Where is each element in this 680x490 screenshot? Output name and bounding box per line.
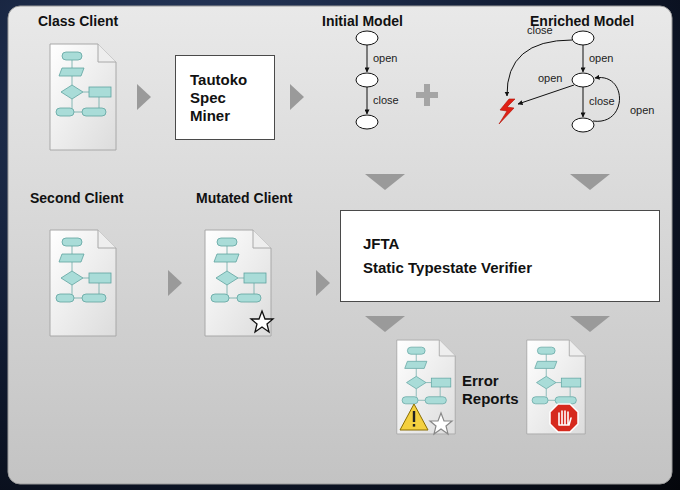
shape-path [570,316,610,332]
box-text: Tautoko Spec Miner [190,71,247,125]
plus-sign [416,84,438,106]
transition-label: open [589,52,613,64]
star-mark [251,311,273,332]
transition-label: close [589,95,615,107]
shape-line [583,45,584,72]
stop-hand [559,411,571,425]
error-report-doc [527,340,585,434]
shape-ellipse [356,73,378,87]
shape-path [316,270,330,296]
second-client-doc [50,230,116,336]
error-report-doc [397,340,455,434]
warning-icon [400,404,428,430]
transition-label: open [630,104,654,116]
shape-rect [424,84,430,106]
transition-label: close [527,24,553,36]
stop-icon [550,404,578,432]
enriched-model [507,31,620,132]
warning-mark [413,411,415,422]
shape-path [137,84,151,110]
shape-path [365,316,405,332]
shape-path [290,84,304,110]
shape-ellipse [572,73,594,87]
shape-path [570,174,610,190]
section-title: Class Client [38,13,118,29]
panel [8,6,672,484]
shape-line [367,45,368,72]
shape-ellipse [356,31,378,45]
miner-box: Tautoko Spec Miner [175,55,275,140]
warning-mark [413,424,415,427]
box-text: Static Typestate Verifier [363,259,639,277]
shape-line [583,87,584,117]
shape-ellipse [572,118,594,132]
shape-ellipse [572,31,594,45]
shape-path [518,85,574,104]
error-lightning [499,99,515,124]
class-client-doc [50,44,116,150]
initial-model [356,31,378,129]
shape-line [367,87,368,114]
section-title: Initial Model [322,13,403,29]
shape-path [507,40,572,96]
star-mark [430,413,452,434]
box-text: JFTA [363,235,639,253]
transition-label: open [538,72,562,84]
output-label: Error Reports [462,372,519,408]
section-title: Mutated Client [196,190,292,206]
transition-label: close [373,94,399,106]
shape-path [168,270,182,296]
shape-path [365,174,405,190]
section-title: Second Client [30,190,123,206]
transition-label: open [373,52,397,64]
verifier-box: JFTA Static Typestate Verifier [340,210,660,302]
shape-ellipse [356,115,378,129]
